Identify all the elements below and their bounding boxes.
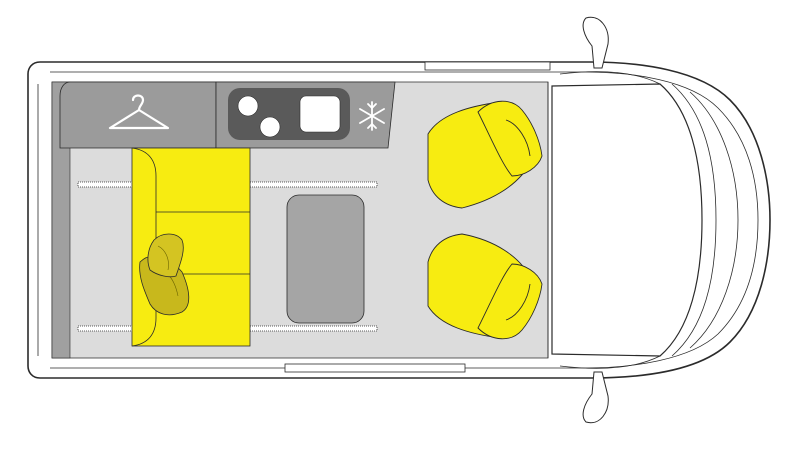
stove-burner-icon <box>259 116 281 138</box>
sink-icon <box>299 95 341 133</box>
wardrobe-cabinet <box>59 81 217 149</box>
seat-backrest <box>477 100 543 177</box>
table-rails <box>77 181 378 332</box>
pillow <box>147 233 184 278</box>
rear-bench-bed <box>131 147 251 347</box>
dining-table <box>286 194 365 324</box>
table-rail-top <box>249 181 378 188</box>
table-rail-bottom <box>249 325 378 332</box>
van-body-inner-line <box>50 71 759 369</box>
snowflake-icon <box>359 101 385 131</box>
wiper-bottom <box>559 355 661 369</box>
bench-rail-top <box>77 181 134 188</box>
seat-armrest <box>505 119 531 157</box>
side-step-bottom <box>284 363 466 373</box>
bench-rail-bottom <box>77 325 134 332</box>
side-mirrors <box>582 16 609 424</box>
hood-line <box>689 91 739 349</box>
cab-seat-driver <box>427 100 543 209</box>
side-step-top <box>424 61 551 71</box>
cab <box>547 71 739 369</box>
cab-seat-passenger <box>427 233 543 340</box>
side-mirror-top <box>582 16 609 69</box>
side-mirror-bottom <box>582 371 609 424</box>
coat-hanger-icon <box>108 94 170 130</box>
windshield-inner <box>671 83 717 357</box>
rear-wall-strip <box>51 81 71 359</box>
seat-armrest <box>505 283 531 321</box>
wiper-top <box>559 71 661 85</box>
kitchen <box>215 81 396 149</box>
cab-windshield <box>551 83 703 357</box>
stove-burner-icon <box>237 95 259 117</box>
wardrobe <box>59 81 217 149</box>
seat-backrest <box>477 263 543 340</box>
